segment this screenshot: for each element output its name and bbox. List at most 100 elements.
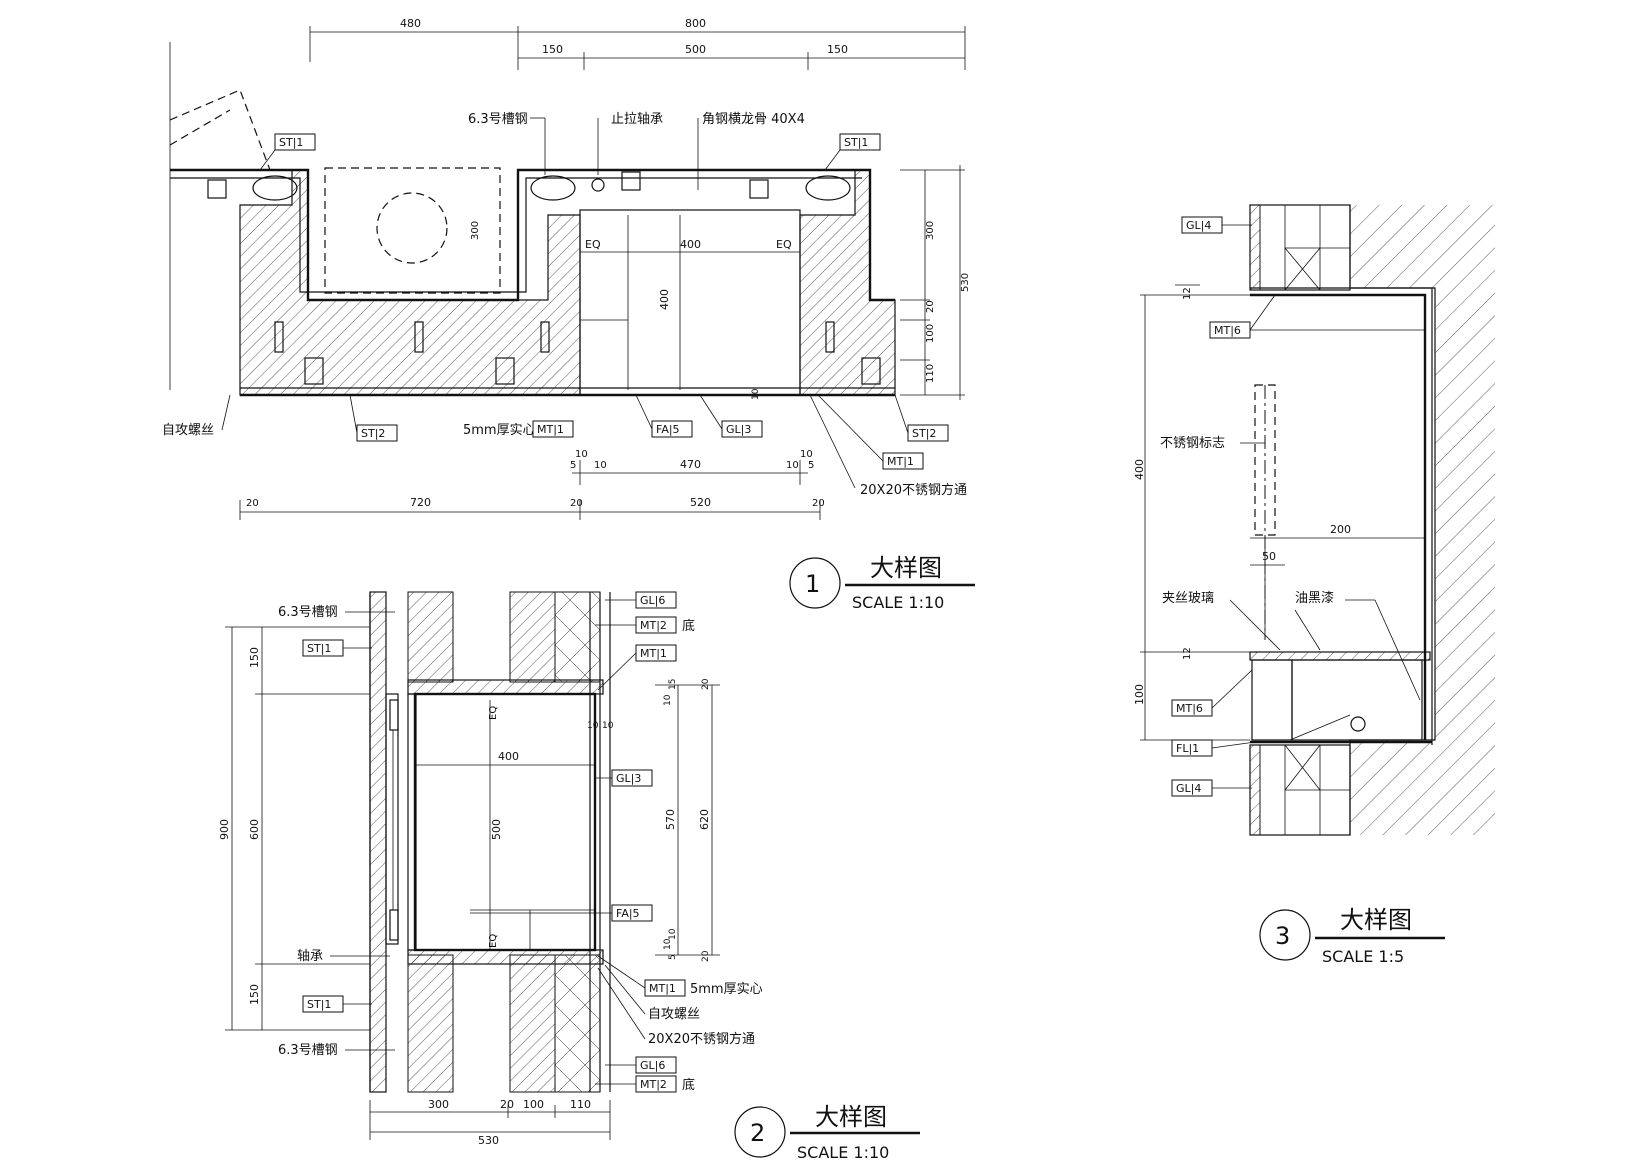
d1-dim-r530: 530 xyxy=(960,273,971,292)
d1-tag-mt1b: MT|1 xyxy=(887,455,914,468)
d1-dim-480: 480 xyxy=(400,17,421,30)
d2-left-dims: 900 150 600 150 xyxy=(218,626,370,1031)
d1-label-angle: 角钢横龙骨 40X4 xyxy=(702,112,805,127)
d2-dim-10a: 10 xyxy=(587,721,599,731)
d2-label-tube: 20X20不锈钢方通 xyxy=(648,1031,755,1047)
d1-dim-400v: 400 xyxy=(658,289,671,310)
d1-tag-fa5: FA|5 xyxy=(656,423,680,436)
d3-dim-400: 400 xyxy=(1133,459,1146,480)
d1-title-block: 1 大样图 SCALE 1:10 xyxy=(789,554,975,612)
d2-dim-500: 500 xyxy=(490,819,503,840)
d2-r-20a: 20 xyxy=(701,678,711,690)
d3-tag-gl4b: GL|4 xyxy=(1176,782,1201,795)
d3-number: 3 xyxy=(1275,922,1290,950)
d2-tag-gl6b: GL|6 xyxy=(640,1059,665,1072)
d1-glass-panel xyxy=(579,209,801,396)
d2-tag-gl6a: GL|6 xyxy=(640,594,665,607)
d2-dim-600: 600 xyxy=(248,819,261,840)
d1-bot-720: 720 xyxy=(410,496,431,509)
d2-base-top: 底 xyxy=(682,618,695,634)
d3-scale: SCALE 1:5 xyxy=(1322,947,1404,966)
d2-tag-mt1b: MT|1 xyxy=(649,982,676,995)
d2-r-15: 15 xyxy=(668,679,678,690)
d3-label-paint: 油黑漆 xyxy=(1295,590,1334,606)
d2-labels: 6.3号槽钢 ST|1 轴承 ST|1 6.3号槽钢 GL|6 MT|2 底 M… xyxy=(278,591,763,1093)
d1-bot-20a: 20 xyxy=(246,498,259,509)
d3-dim-50: 50 xyxy=(1262,550,1276,563)
d1-stone-left xyxy=(239,169,581,396)
d1-dim-300v: 300 xyxy=(470,221,481,240)
d2-dim-900: 900 xyxy=(218,819,231,840)
d1-dim-150b: 150 xyxy=(827,43,848,56)
d3-dim-100: 100 xyxy=(1133,684,1146,705)
d2-dim-150b: 150 xyxy=(248,984,261,1005)
d1-eq-right: EQ xyxy=(776,238,792,251)
d1-tag-st2a: ST|2 xyxy=(361,427,385,440)
d2-r-620: 620 xyxy=(698,809,711,830)
d2-r-20b: 20 xyxy=(701,950,711,962)
d2-label-channel-bottom: 6.3号槽钢 xyxy=(278,1043,338,1058)
d3-labels: GL|4 MT|6 不锈钢标志 夹丝玻璃 油黑漆 MT|6 FL|1 GL|4 xyxy=(1160,216,1425,797)
d2-dim-400: 400 xyxy=(498,750,519,763)
d3-tag-fl1: FL|1 xyxy=(1176,742,1199,755)
d1-right-dims: 300 20 100 110 530 xyxy=(900,165,971,400)
d2-bot-20: 20 xyxy=(500,1098,514,1111)
d1-in-10v: 10 xyxy=(751,388,761,400)
d1-bot-20b: 20 xyxy=(570,498,583,509)
d1-dim-r110: 110 xyxy=(925,364,936,383)
d1-label-tube: 20X20不锈钢方通 xyxy=(860,482,967,498)
d1-in-10c: 10 xyxy=(786,460,799,471)
d1-in-5a: 5 xyxy=(570,460,576,471)
d1-bottom-dims: 20 720 20 520 20 xyxy=(239,496,825,520)
d1-labels: 6.3号槽钢 止拉轴承 角钢横龙骨 40X4 自攻螺丝 5mm厚实心 20X20… xyxy=(162,112,967,498)
d2-r-5: 5 xyxy=(668,954,678,960)
d3-tag-mt6a: MT|6 xyxy=(1214,324,1241,337)
d2-title: 大样图 xyxy=(815,1103,887,1131)
d2-bottom-dims: 300 20 100 110 530 xyxy=(369,1098,611,1147)
d1-bolts xyxy=(207,171,881,385)
d2-tag-mt1a: MT|1 xyxy=(640,647,667,660)
d2-tag-st1b: ST|1 xyxy=(307,998,331,1011)
d2-r-10c: 10 xyxy=(668,928,678,940)
d1-in-470: 470 xyxy=(680,458,701,471)
d1-eq-left: EQ xyxy=(585,238,601,251)
d3-title-block: 3 大样图 SCALE 1:5 xyxy=(1259,906,1445,966)
d1-bot-20c: 20 xyxy=(812,498,825,509)
d1-tag-st1a: ST|1 xyxy=(279,136,303,149)
d1-dim-r300: 300 xyxy=(925,221,936,240)
d2-label-channel-top: 6.3号槽钢 xyxy=(278,605,338,620)
d1-bot-520: 520 xyxy=(690,496,711,509)
d1-stone-right xyxy=(799,169,896,396)
d1-dim-400h: 400 xyxy=(680,238,701,251)
d1-tag-st2b: ST|2 xyxy=(912,427,936,440)
d2-title-block: 2 大样图 SCALE 1:10 xyxy=(734,1103,920,1162)
d2-dim-10b: 10 xyxy=(602,721,614,731)
d1-number: 1 xyxy=(805,570,820,598)
d2-number: 2 xyxy=(750,1119,765,1147)
detail-2: 400 500 EQ EQ 10 10 900 150 600 150 xyxy=(218,591,920,1162)
d2-tag-fa5: FA|5 xyxy=(616,907,640,920)
d1-in-5b: 5 xyxy=(808,460,814,471)
d1-scale: SCALE 1:10 xyxy=(852,593,944,612)
d2-eq-bottom: EQ xyxy=(488,934,499,948)
d2-bot-100: 100 xyxy=(523,1098,544,1111)
d1-label-solid: 5mm厚实心 xyxy=(463,423,536,438)
d2-bot-300: 300 xyxy=(428,1098,449,1111)
d1-dim-800: 800 xyxy=(685,17,706,30)
d2-label-solid: 5mm厚实心 xyxy=(690,982,763,997)
d1-tag-mt1a: MT|1 xyxy=(537,423,564,436)
d2-eq-top: EQ xyxy=(488,706,499,720)
detail-3: 12 400 200 50 12 100 GL|4 MT|6 不锈钢标志 夹丝玻… xyxy=(1133,204,1495,966)
d1-dim-r20: 20 xyxy=(925,300,936,313)
d1-title: 大样图 xyxy=(870,554,942,582)
d2-r-570: 570 xyxy=(664,809,677,830)
d3-dims: 12 400 200 50 12 100 xyxy=(1133,284,1425,741)
d3-tag-gl4a: GL|4 xyxy=(1186,219,1211,232)
d1-dim-r100: 100 xyxy=(925,324,936,343)
d2-tag-mt2a: MT|2 xyxy=(640,619,667,632)
d3-label-sign: 不锈钢标志 xyxy=(1160,436,1225,451)
d1-label-channel: 6.3号槽钢 xyxy=(468,112,528,127)
d2-r-10a: 10 xyxy=(663,694,673,706)
d1-label-bearing: 止拉轴承 xyxy=(611,112,663,127)
